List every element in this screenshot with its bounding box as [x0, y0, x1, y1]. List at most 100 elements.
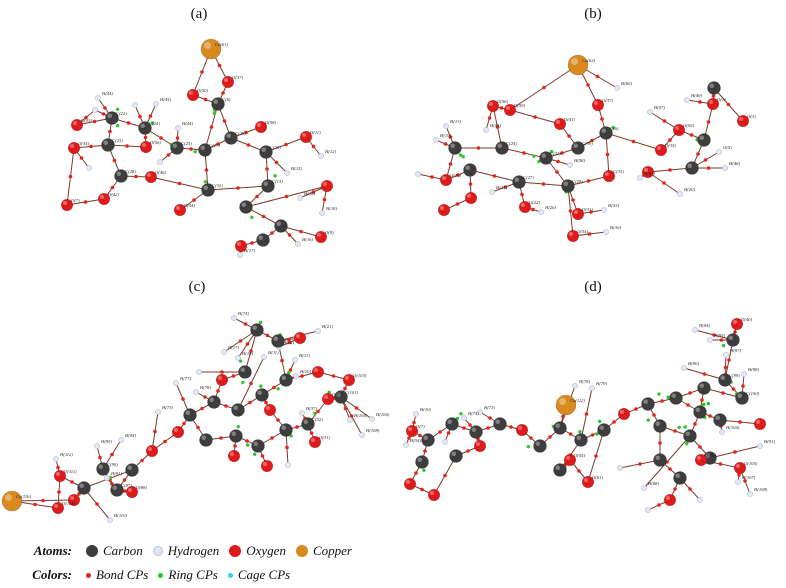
hydrogen-atom — [483, 127, 489, 133]
bond-cp-dot — [438, 430, 442, 434]
atom-highlight — [188, 90, 193, 95]
oxygen-atom — [67, 141, 81, 155]
ring-cp-dot — [273, 174, 277, 178]
bond-cp-dot — [668, 138, 672, 142]
hydrogen-atom — [567, 162, 573, 168]
bond-cp-dot — [555, 170, 559, 174]
bond-cp-dot — [723, 365, 728, 370]
oxygen-atom — [617, 407, 631, 421]
atom-label: H(90) — [687, 361, 699, 366]
carbon-atom — [713, 413, 727, 427]
atom-label: H(94) — [698, 323, 710, 328]
bond-cp-dot — [299, 229, 303, 234]
atom-label: H(108) — [365, 428, 380, 433]
hydrogen-atom — [403, 442, 409, 448]
atom-label: C(6) — [222, 97, 231, 102]
atom-label: H(74) — [467, 411, 479, 416]
oxygen-atom — [663, 493, 677, 507]
ring-cp-dot — [721, 343, 726, 348]
bond-cp-dot — [349, 414, 354, 418]
carbon-atom — [77, 481, 91, 495]
bond-cp-dot — [245, 342, 250, 346]
atom-highlight — [655, 455, 660, 460]
bond-cp-dot — [148, 114, 153, 118]
atom-highlight — [559, 398, 566, 405]
carbon-atom — [697, 381, 711, 395]
carbon-atom — [735, 391, 749, 405]
carbon-atom — [125, 463, 139, 477]
atom-highlight — [555, 423, 560, 428]
hydrogen-atom — [221, 349, 227, 355]
bond-cp-dot — [595, 74, 600, 79]
atom-highlight — [310, 437, 315, 442]
hydrogen-atom — [645, 507, 651, 513]
bond-cp-dot — [743, 479, 747, 483]
atom-label: C(101) — [345, 390, 358, 395]
bond-cp-dot — [414, 471, 418, 475]
carbon-atom — [301, 417, 315, 431]
legend-atom-oxygen-label: Oxygen — [246, 543, 286, 558]
bond-cp-dot — [568, 432, 573, 436]
atom-highlight — [262, 461, 267, 466]
hydrogen-atom — [684, 97, 690, 103]
ring-cp-dot — [459, 412, 463, 416]
ring-cp-dot — [685, 442, 689, 446]
hydrogen-atom — [237, 252, 243, 258]
bond-cp-dot — [693, 422, 697, 426]
cage-cp-dot-icon — [227, 572, 233, 578]
atom-highlight — [265, 405, 270, 410]
atom-label: H(20) — [299, 369, 311, 374]
hydrogen-atom — [193, 389, 199, 395]
bond-cp-dot — [95, 502, 99, 506]
atom-label: C(29) — [235, 131, 246, 136]
bond-cp-dot — [224, 404, 228, 408]
atom-highlight — [565, 455, 570, 460]
atom-label: H(20) — [683, 187, 695, 192]
bond-cp-dot — [108, 129, 112, 134]
carbon-atom — [170, 141, 184, 155]
atom-label: H(53) — [607, 203, 619, 208]
atom-highlight — [665, 495, 670, 500]
bond-cp-dot — [571, 198, 575, 202]
bond-cp-dot — [499, 106, 504, 110]
oxygen-atom — [299, 130, 313, 144]
ring-cp-dot — [597, 419, 602, 424]
bond-cp-dot — [412, 420, 416, 425]
atom-highlight — [450, 143, 455, 149]
oxygen-atom — [314, 230, 328, 244]
bond-cp-dot — [586, 83, 590, 87]
bond-cp-dot — [584, 412, 589, 416]
oxygen-atom — [254, 120, 268, 134]
bond-cp-dot — [285, 445, 289, 450]
atom-label: H(108) — [753, 487, 768, 492]
bond-cp-dot — [688, 391, 692, 395]
carbon-atom — [255, 388, 269, 402]
atom-label: Cu(112) — [570, 398, 585, 403]
atom-label: O(111) — [64, 469, 77, 474]
bond-cp-dot — [708, 414, 712, 418]
bond-cp-dot — [741, 384, 745, 388]
oxygen-atom — [221, 75, 235, 89]
atom-highlight — [732, 319, 737, 324]
atom-highlight — [643, 399, 648, 404]
atom-label: H(54) — [409, 438, 421, 443]
bond-cp-dot — [287, 233, 292, 237]
copper-atom — [555, 394, 577, 416]
atom-label: O(59) — [514, 103, 525, 108]
bond-cp-dot — [83, 200, 88, 204]
atom-label: O(31) — [582, 207, 593, 212]
oxygen-atom — [672, 123, 686, 137]
ring-cp-dot — [150, 121, 155, 125]
bond-cp-dot — [181, 397, 185, 401]
atom-label: C(32) — [550, 151, 561, 156]
bond-cp-dot — [658, 441, 662, 445]
ring-cp-dot — [203, 180, 208, 184]
atom-label: O(105) — [744, 461, 758, 466]
bond-cp-dot — [446, 431, 451, 435]
legend-atom-copper: Copper — [295, 543, 352, 559]
atom-label: H(14) — [303, 191, 315, 196]
atom-highlight — [728, 335, 733, 340]
atom-highlight — [256, 122, 261, 127]
hydrogen-atom — [697, 497, 703, 503]
atom-label: H(12) — [324, 149, 336, 154]
